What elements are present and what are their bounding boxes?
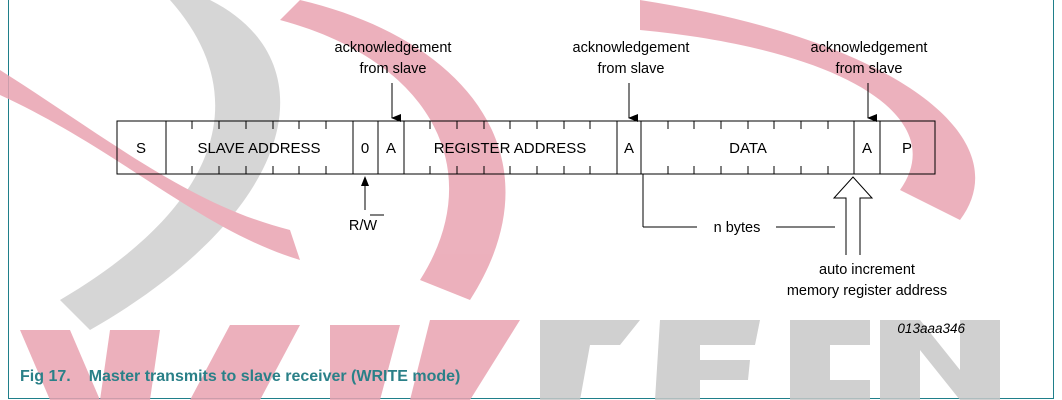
ack-label-1-line1: acknowledgement	[335, 40, 452, 56]
field-stop: P	[902, 140, 912, 157]
ack-annotation-1: acknowledgement from slave	[335, 40, 452, 122]
n-bytes-bracket: n bytes	[642, 174, 835, 236]
caption-title: Master transmits to slave receiver (WRIT…	[88, 368, 461, 385]
ack-label-3-line1: acknowledgement	[811, 40, 928, 56]
frame-row: S SLAVE ADDRESS 0 A REGISTER ADDRESS A D…	[116, 120, 936, 175]
figure-frame	[8, 0, 1054, 399]
field-rw-bit: 0	[361, 140, 369, 157]
field-ack-1: A	[386, 140, 396, 157]
field-slave-address: SLAVE ADDRESS	[197, 140, 320, 157]
auto-increment-line1: auto increment	[819, 262, 915, 278]
rw-annotation: R/W	[349, 176, 384, 234]
ack-label-2-line2: from slave	[598, 61, 665, 77]
ack-annotation-3: acknowledgement from slave	[811, 40, 928, 122]
caption-number: Fig 17.	[20, 368, 71, 385]
data-ticks	[667, 121, 829, 174]
rw-arrow-head	[361, 176, 369, 186]
field-ack-2: A	[624, 140, 634, 157]
auto-increment-line2: memory register address	[787, 283, 947, 299]
register-address-ticks	[429, 121, 591, 174]
field-data: DATA	[729, 140, 767, 157]
ack-label-2-line1: acknowledgement	[573, 40, 690, 56]
n-bytes-label: n bytes	[714, 220, 761, 236]
slave-address-ticks	[191, 121, 327, 174]
rw-label: R/W	[349, 218, 378, 234]
field-start: S	[136, 140, 146, 157]
field-register-address: REGISTER ADDRESS	[434, 140, 587, 157]
auto-increment-arrow	[832, 176, 874, 255]
ack-label-1-line2: from slave	[360, 61, 427, 77]
ack-annotation-2: acknowledgement from slave	[573, 40, 690, 122]
field-ack-3: A	[862, 140, 872, 157]
ack-label-3-line2: from slave	[836, 61, 903, 77]
figure-code: 013aaa346	[897, 321, 965, 336]
figure-caption: Fig 17. Master transmits to slave receive…	[20, 368, 460, 386]
